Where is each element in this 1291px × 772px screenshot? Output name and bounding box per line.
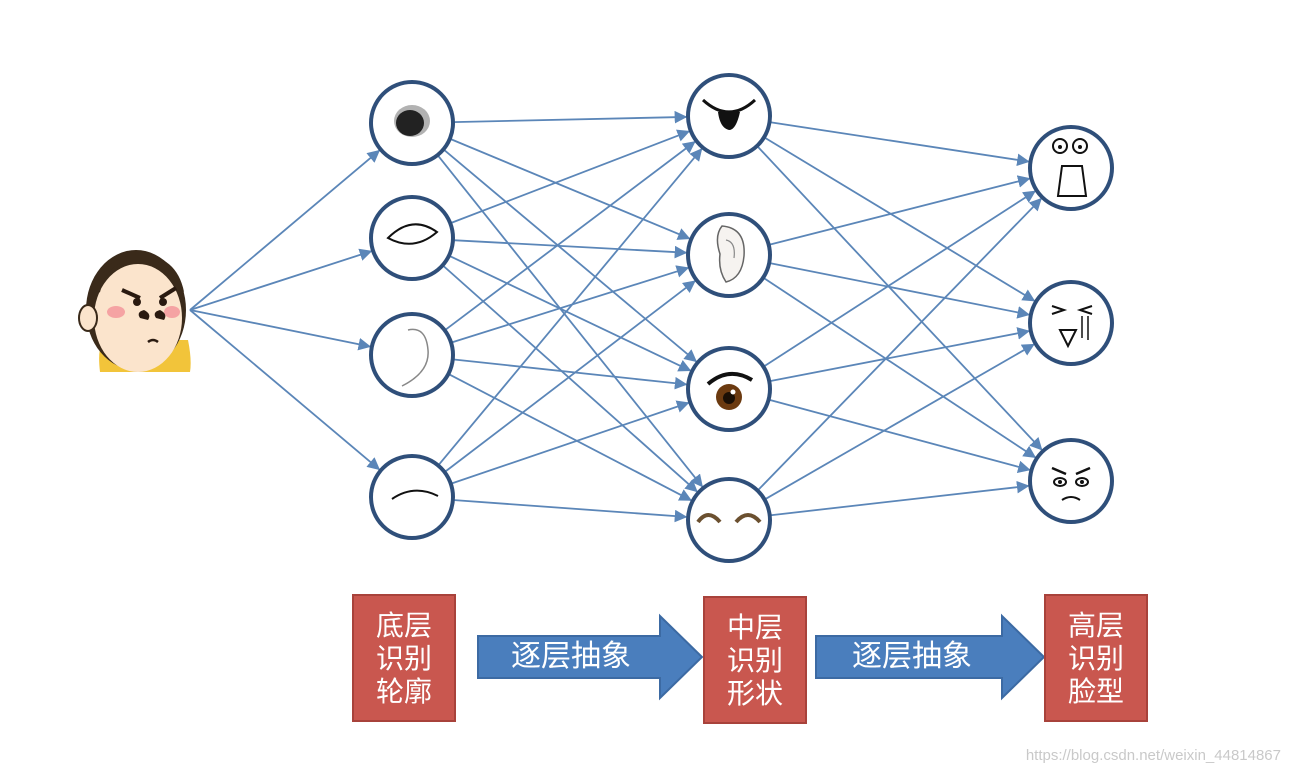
edge-mid1-high1 bbox=[769, 262, 1031, 319]
edge-mid0-high1 bbox=[763, 136, 1036, 302]
ear-shape-icon bbox=[686, 212, 772, 298]
crying-face-icon bbox=[1028, 280, 1114, 366]
edge-mid1-high2 bbox=[762, 276, 1037, 459]
edge-mid3-high0 bbox=[756, 197, 1042, 492]
edge-input-low-3 bbox=[189, 309, 381, 471]
eye-contour-icon bbox=[369, 195, 455, 281]
arc-line-icon bbox=[369, 454, 455, 540]
edge-low1-mid2 bbox=[448, 254, 692, 372]
edge-mid0-high2 bbox=[756, 145, 1043, 451]
edge-input-low-1 bbox=[189, 248, 373, 311]
edge-mid2-high2 bbox=[768, 398, 1031, 473]
connection-lines bbox=[189, 110, 1043, 523]
edge-low1-mid0 bbox=[449, 129, 691, 225]
edge-input-low-2 bbox=[189, 309, 372, 351]
edge-mid3-high1 bbox=[764, 343, 1035, 501]
edge-low2-mid0 bbox=[444, 141, 696, 332]
edge-low3-mid0 bbox=[437, 148, 703, 467]
edge-mid1-high0 bbox=[768, 175, 1031, 246]
edge-low2-mid3 bbox=[447, 373, 692, 501]
edge-low2-mid2 bbox=[452, 358, 688, 390]
edge-low1-mid1 bbox=[452, 239, 688, 259]
edge-mid3-high2 bbox=[769, 480, 1030, 517]
edge-mid2-high1 bbox=[769, 327, 1031, 383]
edge-low0-mid2 bbox=[442, 148, 698, 363]
surprised-face-icon bbox=[1028, 125, 1114, 211]
dark-blob-icon bbox=[369, 80, 455, 166]
low-layer-label: 底层 识别 轮廓 bbox=[352, 594, 456, 722]
eye-shape-icon bbox=[686, 346, 772, 432]
process-arrow-2 bbox=[815, 613, 1046, 701]
mouth-shape-icon bbox=[686, 73, 772, 159]
abstraction-arrow-text-1: 逐层抽象 bbox=[511, 639, 631, 674]
abstraction-arrow-text-2: 逐层抽象 bbox=[852, 639, 972, 674]
eyebrows-shape-icon bbox=[686, 477, 772, 563]
ear-curve-icon bbox=[369, 312, 455, 398]
angry-face-icon bbox=[1028, 438, 1114, 524]
cartoon-face-icon bbox=[78, 250, 191, 372]
edge-input-low-0 bbox=[189, 149, 381, 311]
edge-low0-mid1 bbox=[449, 137, 691, 240]
edge-low1-mid3 bbox=[442, 264, 698, 493]
watermark: https://blog.csdn.net/weixin_44814867 bbox=[1025, 747, 1281, 764]
high-layer-label: 高层 识别 脸型 bbox=[1044, 594, 1148, 722]
process-arrow-1 bbox=[477, 613, 704, 701]
edge-low0-mid0 bbox=[452, 110, 688, 124]
edge-mid2-high0 bbox=[762, 190, 1036, 368]
edge-low3-mid2 bbox=[450, 400, 690, 485]
edge-low3-mid1 bbox=[444, 280, 696, 473]
mid-layer-label: 中层 识别 形状 bbox=[703, 596, 807, 724]
edge-mid0-high0 bbox=[769, 121, 1030, 167]
edge-low2-mid1 bbox=[450, 265, 690, 344]
edge-low3-mid3 bbox=[452, 499, 688, 523]
